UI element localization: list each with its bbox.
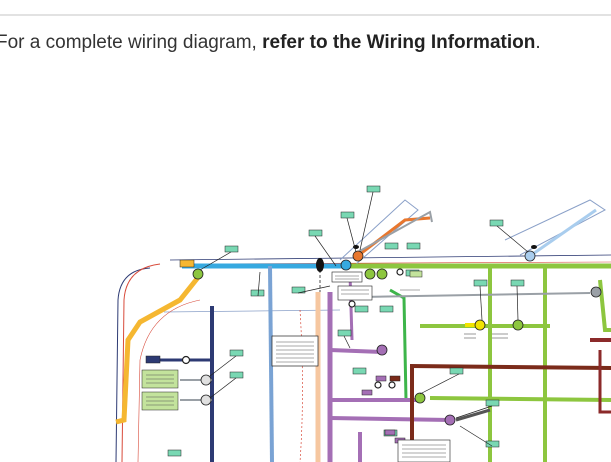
wire-purple-3	[329, 416, 451, 422]
wire-gray-horizontal	[359, 292, 591, 298]
wire-bright-green	[389, 288, 408, 401]
wire-dark-red-drop	[598, 350, 611, 414]
leader-lines	[199, 191, 529, 447]
wire-light-blue-branch	[529, 208, 597, 258]
intro-prefix: For a complete wiring diagram,	[0, 32, 263, 53]
wire-green-low	[429, 396, 611, 402]
wiring-diagram-svg	[115, 185, 611, 462]
wire-purple-1	[329, 348, 383, 354]
top-bar	[0, 0, 611, 16]
connector-tags	[167, 185, 525, 457]
callout-boxes	[141, 271, 508, 462]
intro-suffix: .	[535, 32, 541, 53]
outline-red-inner	[137, 299, 201, 462]
wiring-diagram	[0, 60, 611, 462]
wire-orange-up	[354, 216, 431, 260]
connector-nodes	[181, 245, 602, 426]
wire-steel-blue	[268, 265, 274, 462]
outline-dashed-red	[299, 309, 303, 462]
wire-maroon	[409, 364, 611, 370]
intro-text: For a complete wiring diagram, refer to …	[0, 30, 611, 56]
outline-red-left	[121, 263, 161, 462]
outline-inner	[163, 309, 341, 313]
wiring-information-link[interactable]: refer to the Wiring Information	[262, 32, 536, 53]
small-badges	[145, 259, 423, 444]
outline-top	[169, 254, 611, 261]
wire-dark-stub	[455, 408, 491, 422]
outline-right-branch	[504, 199, 606, 256]
wire-orange	[115, 273, 202, 425]
outline-navy	[115, 267, 151, 462]
wire-green-right	[598, 279, 611, 332]
wire-gray-up	[357, 210, 433, 253]
outline-up-branch	[339, 199, 419, 266]
